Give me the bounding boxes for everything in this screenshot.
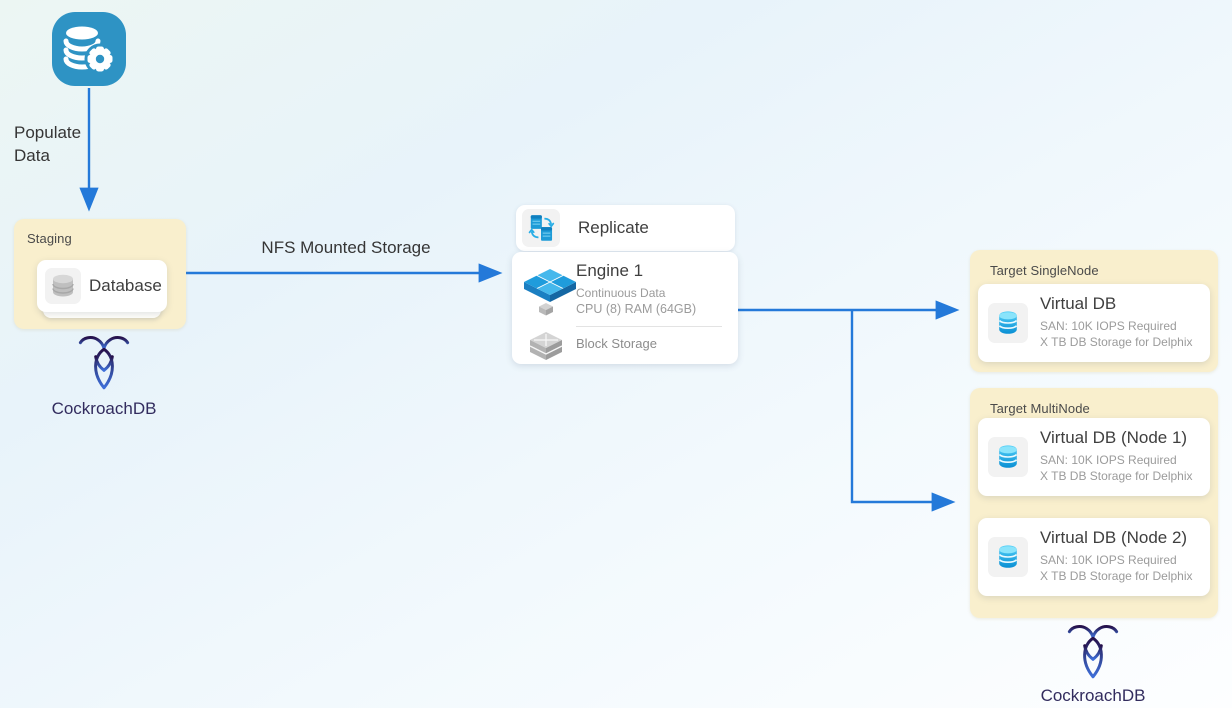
replicate-icon [528,215,555,241]
cockroachdb-logo-target [1065,620,1121,688]
engine-card-divider [576,326,722,327]
target-singlenode-group: Target SingleNode Virtual DB [970,250,1218,372]
replicate-icon-tile [522,209,560,247]
virtual-db-node1-storage-line: X TB DB Storage for Delphix [1040,469,1193,483]
target-multinode-title: Target MultiNode [990,401,1090,416]
virtual-db-title: Virtual DB [1040,294,1117,313]
virtual-db-card: Virtual DB SAN: 10K IOPS Required X TB D… [978,284,1210,362]
database-icon [52,274,74,297]
virtual-db-icon-tile [988,303,1028,343]
nfs-mounted-storage-label: NFS Mounted Storage [261,238,431,257]
engine-title: Engine 1 [576,261,644,280]
database-gear-icon [52,12,126,86]
virtual-db-node2-card: Virtual DB (Node 2) SAN: 10K IOPS Requir… [978,518,1210,596]
virtual-db-san-line: SAN: 10K IOPS Required [1040,319,1177,333]
virtual-db-node2-storage-line: X TB DB Storage for Delphix [1040,569,1193,583]
virtual-db-node2-san-line: SAN: 10K IOPS Required [1040,553,1177,567]
staging-group: Staging Database [14,219,186,329]
virtual-db-storage-line: X TB DB Storage for Delphix [1040,335,1193,349]
replicate-card: Replicate [516,205,735,251]
virtual-db-icon [998,545,1018,568]
virtual-db-node1-icon-tile [988,437,1028,477]
replicate-label: Replicate [578,218,649,237]
block-storage-icon [529,332,563,360]
target-singlenode-title: Target SingleNode [990,263,1099,278]
target-multinode-group: Target MultiNode Virtual DB (Node 1) SAN… [970,388,1218,618]
virtual-db-node2-icon-tile [988,537,1028,577]
database-card: Database [37,260,167,312]
cockroachdb-icon [1067,625,1119,679]
block-storage-label: Block Storage [576,336,657,351]
engine-card: Engine 1 Continuous Data CPU (8) RAM (64… [512,252,738,364]
source-database-icon [52,12,126,86]
virtual-db-icon [998,445,1018,468]
engine-icon [524,269,576,316]
staging-group-title: Staging [27,231,72,246]
virtual-db-node1-san-line: SAN: 10K IOPS Required [1040,453,1177,467]
virtual-db-icon [998,311,1018,334]
cockroachdb-icon [78,336,130,390]
cockroachdb-label-target: CockroachDB [1040,686,1146,705]
engine-subtitle-continuous-data: Continuous Data [576,286,666,300]
database-card-label: Database [89,276,162,295]
engine-subtitle-cpu-ram: CPU (8) RAM (64GB) [576,302,697,316]
database-icon-tile [45,268,81,304]
cockroachdb-label-staging: CockroachDB [51,399,157,418]
virtual-db-node2-title: Virtual DB (Node 2) [1040,528,1188,547]
virtual-db-node1-title: Virtual DB (Node 1) [1040,428,1188,447]
populate-data-label: Populate Data [14,123,82,165]
cockroachdb-logo-staging [76,331,132,399]
virtual-db-node1-card: Virtual DB (Node 1) SAN: 10K IOPS Requir… [978,418,1210,496]
